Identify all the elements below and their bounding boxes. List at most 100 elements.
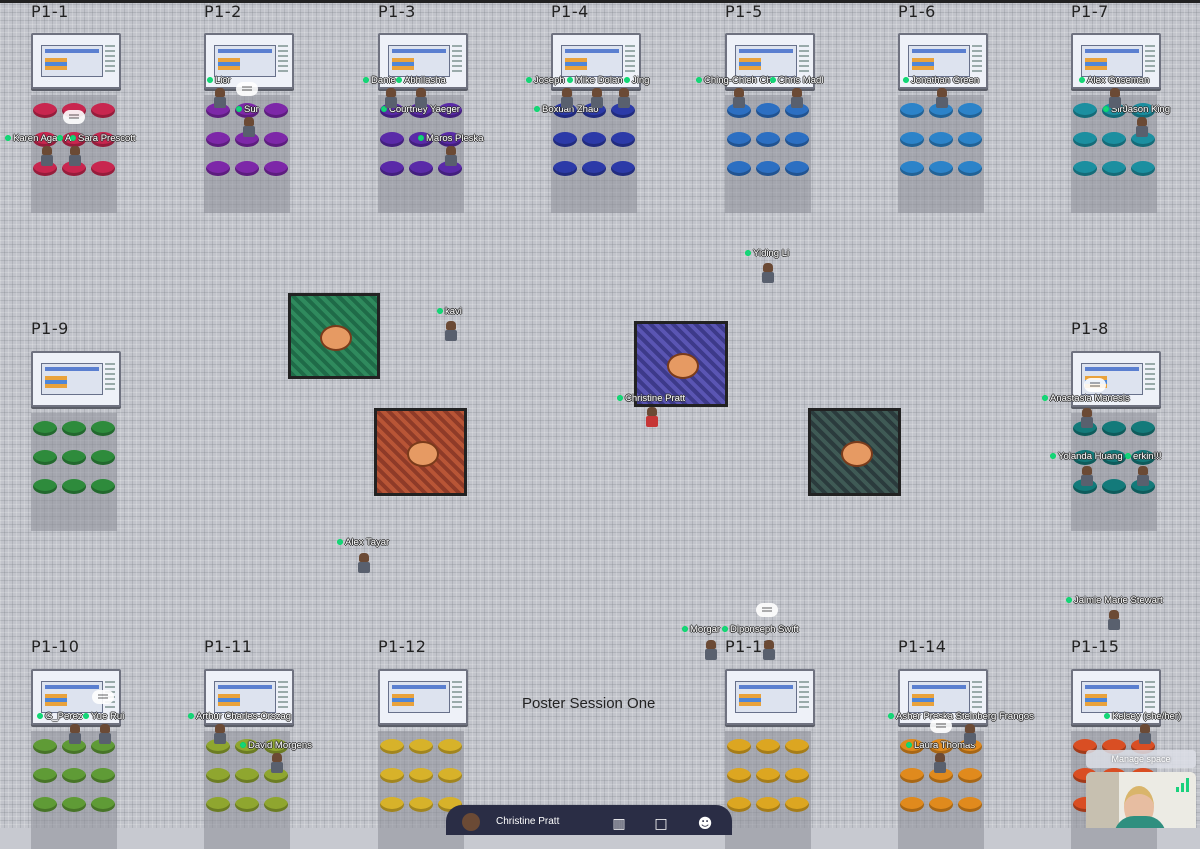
emoji-icon[interactable]: ☻ [697, 816, 713, 832]
avatar[interactable] [357, 553, 371, 573]
seat-cushion[interactable] [1073, 132, 1097, 147]
participant-tag[interactable]: Abhilasha [396, 75, 446, 86]
seat-cushion[interactable] [553, 161, 577, 176]
seat-cushion[interactable] [1131, 161, 1155, 176]
seat-cushion[interactable] [756, 103, 780, 118]
participant-tag[interactable]: Laura Thomas [906, 740, 975, 751]
avatar[interactable] [1080, 466, 1094, 486]
participant-tag[interactable]: G_Perez [37, 711, 83, 722]
avatar[interactable] [40, 146, 54, 166]
seat-cushion[interactable] [785, 739, 809, 754]
poster-board[interactable] [31, 351, 121, 407]
avatar[interactable] [933, 753, 947, 773]
seat-cushion[interactable] [756, 132, 780, 147]
poster-board[interactable] [378, 33, 468, 89]
participant-tag[interactable]: Alex Guseman [1079, 75, 1149, 86]
avatar[interactable] [414, 88, 428, 108]
seat-cushion[interactable] [62, 450, 86, 465]
self-video-tile[interactable] [1086, 772, 1196, 828]
avatar[interactable] [963, 724, 977, 744]
participant-tag[interactable]: Chris Madl [770, 75, 823, 86]
avatar[interactable] [790, 88, 804, 108]
avatar[interactable] [242, 117, 256, 137]
poster-board[interactable] [204, 669, 294, 725]
seat-cushion[interactable] [264, 797, 288, 812]
participant-tag-self[interactable]: Christine Pratt [617, 393, 685, 404]
seat-cushion[interactable] [756, 161, 780, 176]
participant-tag[interactable]: Alex Tayar [337, 537, 389, 548]
seat-cushion[interactable] [727, 132, 751, 147]
seat-cushion[interactable] [380, 768, 404, 783]
seat-cushion[interactable] [727, 768, 751, 783]
user-name[interactable]: Christine Pratt [496, 816, 560, 827]
seat-cushion[interactable] [206, 132, 230, 147]
avatar[interactable] [732, 88, 746, 108]
seat-cushion[interactable] [264, 161, 288, 176]
participant-tag[interactable]: A [57, 133, 71, 144]
seat-cushion[interactable] [756, 797, 780, 812]
avatar[interactable] [761, 263, 775, 283]
poster-board[interactable] [1071, 669, 1161, 725]
seat-cushion[interactable] [264, 103, 288, 118]
seat-cushion[interactable] [1073, 161, 1097, 176]
poster-board[interactable] [31, 669, 121, 725]
seat-cushion[interactable] [380, 739, 404, 754]
user-avatar[interactable] [462, 813, 480, 831]
seat-cushion[interactable] [62, 479, 86, 494]
seat-cushion[interactable] [900, 132, 924, 147]
seat-cushion[interactable] [582, 161, 606, 176]
seat-cushion[interactable] [33, 103, 57, 118]
seat-cushion[interactable] [91, 161, 115, 176]
avatar[interactable] [384, 88, 398, 108]
seat-cushion[interactable] [1073, 450, 1097, 465]
avatar[interactable] [762, 640, 776, 660]
rug-table-dark[interactable] [808, 408, 901, 496]
seat-cushion[interactable] [235, 797, 259, 812]
screen-share-icon[interactable]: □ [654, 816, 668, 832]
participant-tag[interactable]: Sur [236, 104, 259, 115]
seat-cushion[interactable] [958, 103, 982, 118]
poster-board[interactable] [898, 33, 988, 89]
participant-tag[interactable]: Anastasia Manesis [1042, 393, 1130, 404]
seat-cushion[interactable] [409, 161, 433, 176]
seat-cushion[interactable] [1131, 103, 1155, 118]
seat-cushion[interactable] [62, 797, 86, 812]
participant-tag[interactable]: Sara Prescott [70, 133, 136, 144]
seat-cushion[interactable] [553, 132, 577, 147]
seat-cushion[interactable] [900, 768, 924, 783]
seat-cushion[interactable] [264, 132, 288, 147]
rug-table-purple[interactable] [634, 321, 728, 407]
seat-cushion[interactable] [409, 768, 433, 783]
seat-cushion[interactable] [33, 768, 57, 783]
seat-cushion[interactable] [1102, 161, 1126, 176]
seat-cushion[interactable] [958, 768, 982, 783]
seat-cushion[interactable] [206, 768, 230, 783]
avatar[interactable] [68, 724, 82, 744]
seat-cushion[interactable] [91, 768, 115, 783]
seat-cushion[interactable] [958, 797, 982, 812]
participant-tag[interactable]: Siri [1103, 104, 1125, 115]
seat-cushion[interactable] [33, 132, 57, 147]
avatar[interactable] [590, 88, 604, 108]
participant-tag[interactable]: Diponseph Swift [722, 624, 799, 635]
seat-cushion[interactable] [929, 132, 953, 147]
map-icon[interactable]: ▥ [612, 816, 626, 832]
avatar[interactable] [213, 724, 227, 744]
seat-cushion[interactable] [380, 132, 404, 147]
participant-tag[interactable]: Jing [624, 75, 649, 86]
seat-cushion[interactable] [611, 132, 635, 147]
seat-cushion[interactable] [62, 768, 86, 783]
avatar[interactable] [935, 88, 949, 108]
seat-cushion[interactable] [727, 797, 751, 812]
participant-tag[interactable]: Ching-Chieh Ch [696, 75, 772, 86]
seat-cushion[interactable] [756, 768, 780, 783]
participant-tag[interactable]: Jaimie Marie Stewart [1066, 595, 1163, 606]
avatar[interactable] [560, 88, 574, 108]
seat-cushion[interactable] [91, 797, 115, 812]
seat-cushion[interactable] [1102, 479, 1126, 494]
seat-cushion[interactable] [958, 132, 982, 147]
participant-tag[interactable]: erkin!!! [1125, 451, 1162, 462]
seat-cushion[interactable] [438, 768, 462, 783]
rug-table-red[interactable] [374, 408, 467, 496]
seat-cushion[interactable] [33, 450, 57, 465]
